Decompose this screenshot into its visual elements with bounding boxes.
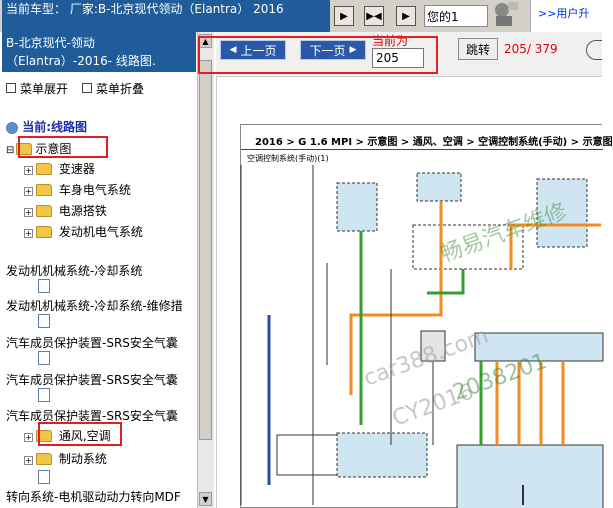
plus-icon: +	[24, 456, 33, 465]
nav-last-button[interactable]: ▶	[396, 6, 416, 26]
collapse-menu-label: 菜单折叠	[96, 82, 145, 96]
current-car-label: 当前车型： 厂家:B-北京现代领动（Elantra） 2016	[2, 0, 330, 32]
doc-icon[interactable]	[38, 314, 50, 328]
title-line-2: （Elantra）-2016- 线路图.	[6, 54, 156, 68]
tree-item-steering[interactable]: 转向系统-电机驱动动力转向MDF	[6, 490, 181, 504]
close-icon[interactable]	[586, 40, 602, 60]
play-icon: ▶	[340, 10, 348, 22]
expand-menu-button[interactable]: 菜单展开	[6, 80, 68, 97]
globe-icon	[6, 122, 18, 134]
skip-icon: ▶◀	[366, 10, 382, 22]
square-icon	[82, 83, 92, 93]
plus-icon: +	[24, 187, 33, 196]
folder-icon	[36, 184, 52, 196]
tree-item-engine-electrical[interactable]: + 发动机电气系统	[24, 225, 143, 239]
folder-icon	[36, 453, 52, 465]
schematic-page: 2016 > G 1.6 MPI > 示意图 > 通风、空调 > 空调控制系统(…	[240, 124, 613, 508]
tree-panel: 菜单展开 菜单折叠 当前:线路图 ⊟示意图 + 变速器 + 车身电气系统 + 电…	[0, 72, 196, 508]
page-count: 205/ 379	[504, 42, 558, 56]
highlight-hvac	[38, 422, 122, 446]
collapse-menu-button[interactable]: 菜单折叠	[82, 80, 144, 97]
plus-icon: +	[24, 433, 33, 442]
tree-item-hvac[interactable]: + 通风,空调	[24, 429, 111, 443]
tree-item-srs-1[interactable]: 汽车成员保护装置-SRS安全气囊	[6, 336, 178, 350]
user-upgrade-link[interactable]: >>用户升	[538, 7, 590, 20]
mascot-icon	[488, 0, 524, 32]
jump-button[interactable]: 跳转	[458, 38, 498, 60]
plus-icon: +	[24, 208, 33, 217]
tree-item-brake[interactable]: + 制动系统	[24, 452, 107, 466]
doc-icon[interactable]	[38, 388, 50, 402]
plus-icon: +	[24, 166, 33, 175]
plus-icon: +	[24, 229, 33, 238]
page-number-input[interactable]	[372, 48, 424, 68]
expand-menu-label: 菜单展开	[20, 82, 69, 96]
left-panel-title: B-北京现代-领动 （Elantra）-2016- 线路图.	[2, 32, 196, 72]
tree-item-srs-2[interactable]: 汽车成员保护装置-SRS安全气囊	[6, 373, 178, 387]
tree-item-power-ground[interactable]: + 电源搭铁	[24, 204, 107, 218]
folder-icon	[16, 143, 33, 155]
user-panel	[530, 0, 602, 32]
current-node-label: 当前:线路图	[6, 118, 87, 135]
scrollbar-thumb[interactable]	[199, 60, 212, 440]
greeting-text: 您的1	[424, 5, 488, 27]
doc-icon[interactable]	[38, 470, 50, 484]
play-icon: ▶	[402, 10, 410, 22]
doc-subtitle: 空调控制系统(手动)(1)	[247, 154, 329, 163]
wiring-diagram	[240, 165, 604, 508]
title-line-1: B-北京现代-领动	[6, 36, 95, 50]
scroll-down-icon[interactable]: ▼	[199, 492, 212, 506]
folder-icon	[36, 163, 52, 175]
header-divider	[241, 149, 603, 150]
doc-header: 2016 > G 1.6 MPI > 示意图 > 通风、空调 > 空调控制系统(…	[255, 137, 613, 148]
tree-item-body-electrical[interactable]: + 车身电气系统	[24, 183, 131, 197]
arrow-right-icon: ▶	[349, 45, 357, 55]
prev-page-button[interactable]: ◀上一页	[220, 40, 286, 60]
tree-item-cooling-repair[interactable]: 发动机机械系统-冷却系统-维修措	[6, 299, 183, 313]
tree-item-schematic[interactable]: ⊟示意图	[6, 142, 72, 156]
folder-icon	[36, 226, 52, 238]
folder-icon	[36, 430, 52, 442]
folder-icon	[36, 205, 52, 217]
highlight-schematic	[18, 136, 108, 158]
arrow-left-icon: ◀	[229, 45, 237, 55]
minus-icon: ⊟	[6, 145, 15, 156]
doc-icon[interactable]	[38, 351, 50, 365]
tree-item-cooling[interactable]: 发动机机械系统-冷却系统	[6, 264, 143, 278]
doc-icon[interactable]	[38, 279, 50, 293]
tree-item-srs-3[interactable]: 汽车成员保护装置-SRS安全气囊	[6, 409, 178, 423]
nav-first-button[interactable]: ▶	[334, 6, 354, 26]
square-icon	[6, 83, 16, 93]
highlight-page-controls	[198, 36, 438, 74]
nav-middle-button[interactable]: ▶◀	[364, 6, 384, 26]
tree-item-transmission[interactable]: + 变速器	[24, 162, 95, 176]
next-page-button[interactable]: 下一页▶	[300, 40, 366, 60]
